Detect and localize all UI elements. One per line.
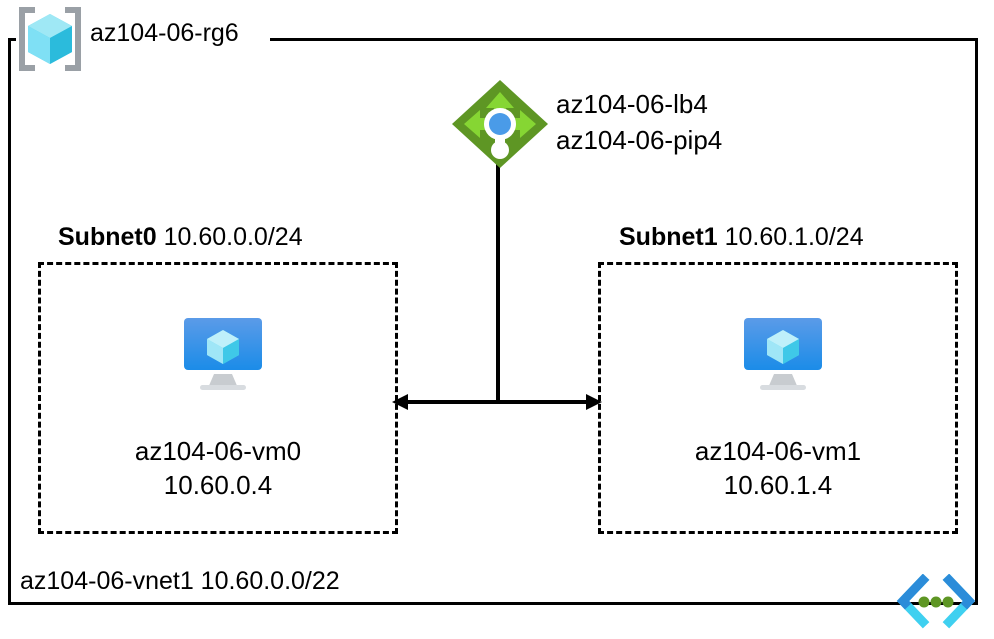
resource-group-border-top-right [270, 38, 978, 41]
vm0-name: az104-06-vm0 [134, 436, 302, 466]
vm1-labels: az104-06-vm1 10.60.1.4 [598, 434, 958, 502]
virtual-network-icon [893, 573, 979, 632]
resource-group-border-top-left [8, 38, 16, 41]
resource-group-border-left [8, 38, 11, 605]
vm1-name: az104-06-vm1 [694, 436, 862, 466]
load-balancer-name: az104-06-lb4 [556, 89, 708, 119]
resource-group-border-right [975, 38, 978, 605]
vnet-label: az104-06-vnet1 10.60.0.0/22 [20, 567, 340, 595]
load-balancer-icon [450, 78, 550, 170]
load-balancer-labels: az104-06-lb4 az104-06-pip4 [556, 86, 722, 158]
subnet-connector-arrow [390, 384, 604, 420]
subnet0-name: Subnet0 [58, 223, 157, 251]
vm0-labels: az104-06-vm0 10.60.0.4 [38, 434, 398, 502]
vm1-ip: 10.60.1.4 [723, 470, 833, 500]
load-balancer-connector-line [496, 160, 500, 402]
subnet1-name: Subnet1 [619, 223, 718, 251]
resource-group-label: az104-06-rg6 [90, 19, 239, 47]
public-ip-name: az104-06-pip4 [556, 125, 723, 155]
subnet1-cidr: 10.60.1.0/24 [724, 223, 864, 251]
subnet1-box [598, 262, 958, 534]
resource-group-cube-icon [14, 6, 86, 72]
virtual-machine-icon [738, 314, 828, 394]
subnet0-title: Subnet0 10.60.0.0/24 [58, 222, 303, 252]
subnet0-cidr: 10.60.0.0/24 [163, 223, 303, 251]
resource-group-border-bottom [8, 602, 978, 605]
virtual-machine-icon [178, 314, 268, 394]
subnet1-title: Subnet1 10.60.1.0/24 [619, 222, 864, 252]
subnet0-box [38, 262, 398, 534]
vm0-ip: 10.60.0.4 [163, 470, 273, 500]
